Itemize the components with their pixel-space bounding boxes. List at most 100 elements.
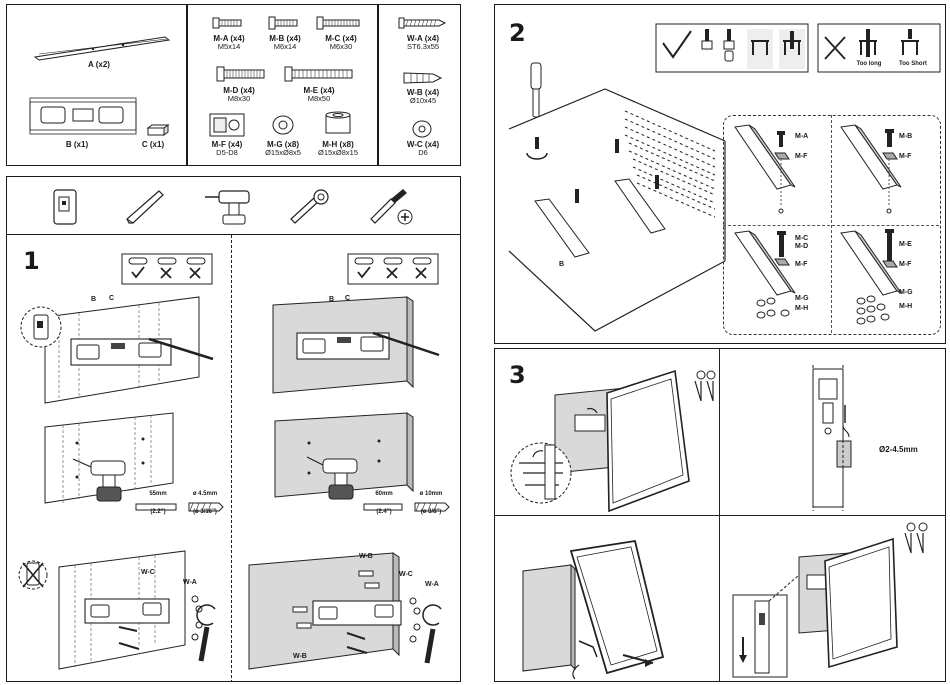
- screw-length-wrong-box: [817, 23, 941, 73]
- label-w-a-right: W-A: [425, 581, 439, 588]
- concrete-drill-length-in: (2.4"): [376, 509, 392, 515]
- concrete-wall-plate-diagram: [272, 296, 440, 394]
- detail-4-bracket: [840, 229, 902, 325]
- screw-length-ok-box: [655, 23, 809, 73]
- detail-3-bracket: [734, 230, 796, 319]
- too-long-label: Too long: [856, 61, 882, 67]
- fasten-concrete-diagram: [248, 552, 442, 670]
- screw-m-c-icon: [316, 16, 360, 30]
- lock-diameter-label: Ø2-4.5mm: [879, 445, 918, 454]
- label-b-step2: B: [559, 261, 565, 268]
- hardware-m-b-label: M-B (x4)M6x14: [269, 34, 301, 52]
- label-b-right: B: [329, 296, 335, 303]
- detail-divider-h: [723, 225, 939, 226]
- detail-1-m-f: M-F: [795, 153, 808, 160]
- step2-panel: 2 Too long Too Short B: [494, 4, 946, 344]
- hang-tv-diagram: [510, 369, 716, 513]
- detail-4-m-g: M-G: [899, 289, 913, 296]
- wood-drill-length: 55mm: [149, 491, 167, 497]
- step1-panel: 1 B C: [6, 176, 461, 682]
- label-c-right: C: [345, 295, 351, 302]
- hole-choice-box-right: [347, 253, 439, 285]
- drill-bit-wood: [135, 502, 224, 512]
- concrete-drill-dia: ø 10mm: [419, 491, 443, 497]
- label-c: C: [109, 295, 115, 302]
- step3-divider-h: [495, 515, 945, 517]
- drill-concrete-diagram: [274, 412, 414, 500]
- hardware-m-e-label: M-E (x4)M8x50: [303, 86, 335, 104]
- hardware-w-b-label: W-B (x4)Ø10x45: [406, 88, 440, 106]
- hardware-m-h-label: M-H (x8)Ø15xØ8x15: [317, 140, 359, 158]
- divider: [186, 5, 188, 165]
- concrete-drill-length: 60mm: [375, 491, 393, 497]
- divider: [377, 5, 379, 165]
- detail-3-m-g: M-G: [795, 295, 809, 302]
- wood-drill-length-in: (2.2"): [150, 509, 166, 515]
- step-2-number: 2: [509, 19, 526, 47]
- spacer-c-image: [146, 124, 170, 136]
- hardware-w-a-label: W-A (x4)ST6.3x55: [406, 34, 440, 52]
- step-1-number: 1: [23, 247, 40, 275]
- label-w-b-bottom: W-B: [293, 653, 307, 660]
- stud-finder-icon: [53, 189, 77, 225]
- screw-m-e-icon: [284, 66, 353, 82]
- too-short-label: Too Short: [899, 61, 927, 67]
- part-a-label: A (x2): [88, 60, 110, 69]
- washer-m-f-icon: [209, 113, 245, 137]
- detail-3-m-h: M-H: [795, 305, 809, 312]
- detail-3-m-d: M-D: [795, 243, 809, 250]
- detail-3-m-f: M-F: [795, 261, 808, 268]
- screw-m-b-icon: [268, 16, 298, 30]
- rail-a-image: [33, 36, 171, 61]
- lock-screw-diagram: [812, 365, 852, 511]
- screw-m-a-icon: [212, 17, 242, 29]
- tilt-tv-diagram: [522, 539, 665, 680]
- hardware-m-a-label: M-A (x4)M5x14: [213, 34, 245, 52]
- detail-4-m-h: M-H: [899, 303, 913, 310]
- hardware-m-f-label: M-F (x4)D5-D8: [211, 140, 243, 158]
- parts-panel: A (x2) B (x1) C (x1) M-A (x4)M5x14 M-B (…: [6, 4, 461, 166]
- wall-plate-b-image: [29, 97, 137, 135]
- wood-screw-w-a-icon: [398, 17, 447, 29]
- label-w-c-right: W-C: [399, 571, 413, 578]
- tv-back-diagram: [508, 62, 726, 332]
- step1-divider: [231, 235, 232, 681]
- fasten-wood-diagram: [18, 550, 216, 670]
- spacer-m-g-icon: [272, 115, 294, 135]
- screwdriver-icon: [370, 189, 413, 225]
- step3-panel: 3 Ø2-4.5mm: [494, 348, 946, 682]
- detail-4-m-f: M-F: [899, 261, 912, 268]
- detail-1-bracket: [734, 124, 796, 214]
- spacer-m-h-icon: [325, 111, 351, 134]
- anchor-w-b-icon: [403, 72, 443, 84]
- detail-2-bracket: [840, 124, 902, 214]
- detail-3-m-c: M-C: [795, 235, 809, 242]
- wood-wall-plate-diagram: [20, 296, 214, 404]
- concrete-drill-dia-in: (ø 3/8"): [420, 509, 442, 515]
- pencil-icon: [126, 190, 164, 224]
- label-w-a-left: W-A: [183, 579, 197, 586]
- drill-bit-concrete: [363, 502, 450, 512]
- tools-row: [7, 177, 460, 235]
- wood-drill-dia-in: (ø 3/16"): [193, 509, 217, 515]
- part-c-label: C (x1): [141, 140, 165, 149]
- hole-choice-box-left: [121, 253, 213, 285]
- detail-4-m-e: M-E: [899, 241, 912, 248]
- detail-1-m-a: M-A: [795, 133, 809, 140]
- drill-wood-diagram: [44, 412, 174, 504]
- hardware-m-d-label: M-D (x4)M8x30: [223, 86, 255, 104]
- hardware-w-c-label: W-C (x4)D6: [406, 140, 440, 158]
- washer-w-c-icon: [412, 120, 432, 138]
- part-b-label: B (x1): [65, 140, 89, 149]
- drill-icon: [205, 190, 250, 225]
- detail-2-m-b: M-B: [899, 133, 913, 140]
- detail-2-m-f: M-F: [899, 153, 912, 160]
- label-b: B: [91, 296, 97, 303]
- detail-divider-v: [831, 115, 832, 333]
- screw-m-d-icon: [216, 66, 265, 82]
- wood-drill-dia: ø 4.5mm: [192, 491, 218, 497]
- hardware-m-c-label: M-C (x4)M6x30: [325, 34, 357, 52]
- wrench-icon: [290, 189, 329, 224]
- label-w-b-top: W-B: [359, 553, 373, 560]
- label-w-c-left: W-C: [141, 569, 155, 576]
